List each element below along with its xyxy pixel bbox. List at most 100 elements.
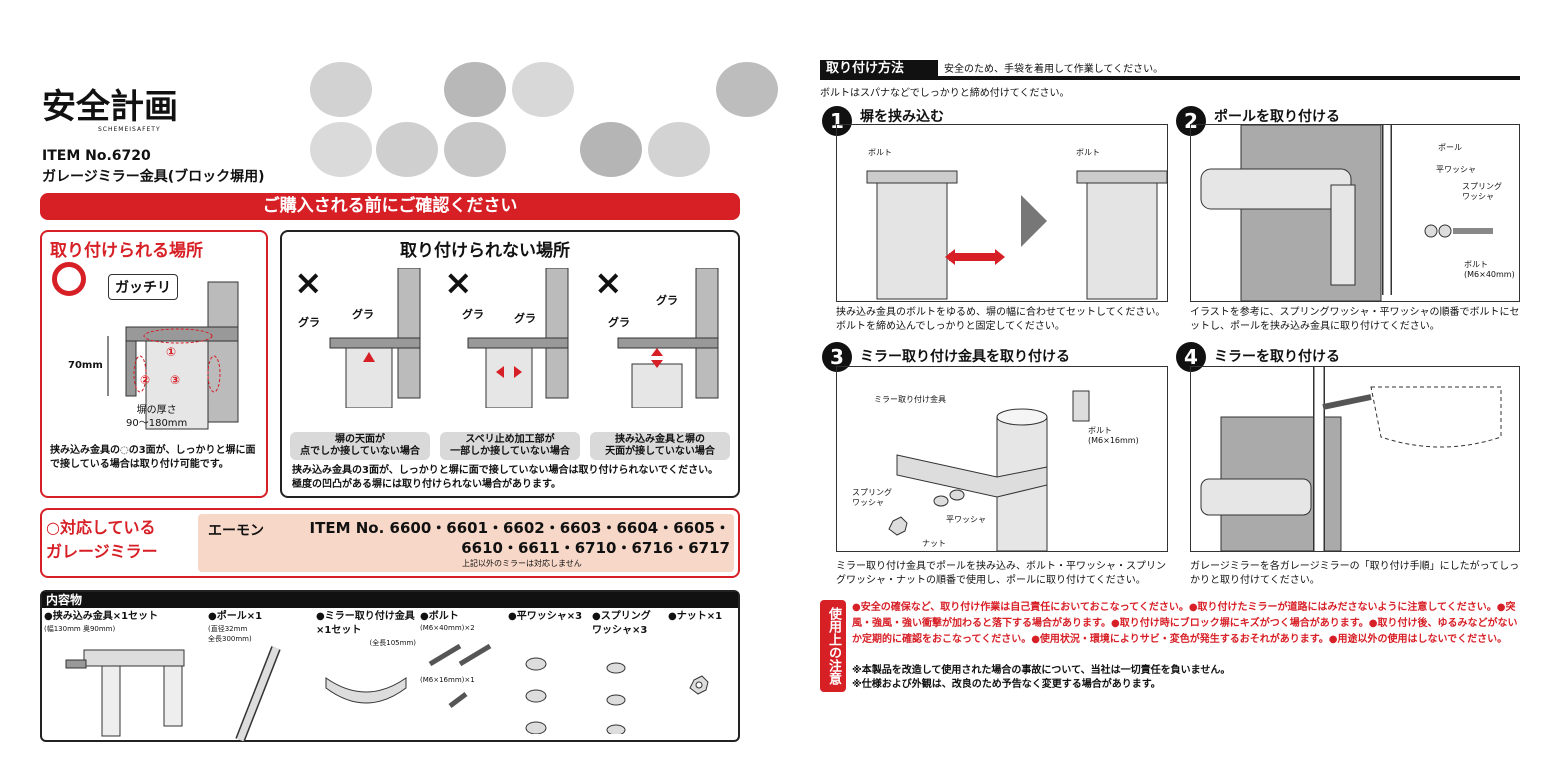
contents-item-name: ●ボルト: [420, 611, 459, 622]
bolt-icon: [448, 692, 468, 708]
ng-illustration: [467, 268, 569, 408]
step1-illustration: [866, 170, 1168, 300]
decor-dot: [716, 62, 778, 117]
step-number-4: 4: [1176, 342, 1206, 372]
cross-icon: ×: [444, 263, 473, 303]
contents-item-spec: (M6×16mm)×1: [420, 676, 475, 684]
decor-dot: [310, 122, 372, 177]
step-number-3: 3: [822, 342, 852, 372]
sound-label: グラ: [352, 308, 374, 321]
compatible-note: 上記以外のミラーは対応しません: [462, 559, 582, 568]
contents-item: ●ナット×1: [668, 610, 738, 708]
ng-box-title: 取り付けられない場所: [400, 241, 570, 261]
pole-icon: [235, 646, 281, 742]
contents-item: ●スプリング ワッシャ×3: [592, 610, 672, 738]
ok-mark-icon: [52, 262, 86, 296]
confirm-banner: ご購入される前にご確認ください: [40, 193, 740, 220]
install-warning-1: 安全のため、手袋を着用して作業してください。: [944, 64, 1164, 75]
contents-item-spec: (直径32mm 全長300mm): [208, 625, 252, 643]
contents-item: ●ボルト (M6×40mm)×2 (M6×16mm)×1: [420, 610, 505, 718]
step-panel-2: [1190, 124, 1520, 302]
step1-bolt-label: ボルト: [868, 148, 892, 157]
step3-label: 平ワッシャ: [946, 515, 986, 524]
point-1: ①: [166, 345, 177, 359]
ng-item-1: × グラ グラ 塀の天面が 点でしか接していない場合: [290, 262, 430, 462]
step3-label: ボルト (M6×16mm): [1088, 426, 1139, 445]
ng-caption: 塀の天面が 点でしか接していない場合: [290, 432, 430, 460]
sound-label: グラ: [608, 316, 630, 329]
step-desc-4: ガレージミラーを各ガレージミラーの「取り付け手順」にしたがってしっかりと取り付け…: [1190, 561, 1520, 586]
step-title-1: 塀を挟み込む: [860, 109, 944, 125]
mirror-bracket-icon: [325, 677, 407, 704]
compatible-list-bg: [198, 514, 734, 572]
step2-label: ボルト (M6×40mm): [1464, 260, 1515, 279]
ok-illustration: [107, 281, 239, 430]
product-name: ガレージミラー金具(ブロック塀用): [42, 169, 265, 185]
spring-washer-icon: [606, 662, 626, 736]
step-panel-1: [836, 124, 1168, 302]
compatible-label: ○対応している ガレージミラー: [46, 518, 158, 561]
compatible-items: ITEM No. 6600・6601・6602・6603・6604・6605・ …: [309, 519, 730, 557]
step2-label: ポール: [1438, 143, 1462, 152]
sound-label: グラ: [656, 294, 678, 307]
decor-dot: [310, 62, 372, 117]
install-warning-2: ボルトはスパナなどでしっかりと締め付けてください。: [820, 88, 1070, 99]
decor-dot: [444, 122, 506, 177]
step-number-1: 1: [822, 106, 852, 136]
caution-label: 使用上の注意: [820, 600, 846, 692]
caution-black-1: ※本製品を改造して使用された場合の事故について、当社は一切責任を負いません。: [852, 665, 1231, 676]
bolt-icon: [428, 643, 492, 667]
step-desc-3: ミラー取り付け金具でポールを挟み込み、ボルト・平ワッシャ・スプリングワッシャ・ナ…: [836, 561, 1166, 586]
heading-rule: [820, 76, 1520, 80]
ng-illustration: [617, 268, 719, 408]
point-3: ③: [170, 373, 181, 387]
step3-label: ミラー取り付け金具: [874, 395, 946, 404]
step-desc-2: イラストを参考に、スプリングワッシャ・平ワッシャの順番でボルトにセットし、ポール…: [1190, 307, 1520, 332]
contents-item: ●平ワッシャ×3: [508, 610, 588, 738]
step1-bolt-label: ボルト: [1076, 148, 1100, 157]
height-label: 70mm: [68, 360, 103, 371]
ng-note: 挟み込み金具の3面が、しっかりと塀に面で接していない場合は取り付けられないでくだ…: [292, 465, 719, 490]
cross-icon: ×: [294, 263, 323, 303]
item-number: ITEM No.6720: [42, 148, 151, 164]
brand-logo: 安全計画: [42, 87, 178, 127]
install-heading: 取り付け方法: [820, 60, 938, 78]
nut-icon: [689, 675, 709, 695]
caution-red-text: ●安全の確保など、取り付け作業は自己責任においておこなってください。●取り付けた…: [852, 602, 1518, 645]
contents-item-spec: (幅130mm 奥90mm): [44, 625, 116, 633]
sound-label: ガッチリ: [108, 274, 178, 300]
step-panel-4: [1190, 366, 1520, 552]
sound-label: グラ: [514, 312, 536, 325]
contents-item-spec: (M6×40mm)×2: [420, 624, 475, 632]
contents-item-name: ●ポール×1: [208, 611, 263, 622]
point-2: ②: [140, 373, 151, 387]
step-title-2: ポールを取り付ける: [1214, 109, 1340, 125]
decor-dot: [648, 122, 710, 177]
decor-dot: [376, 122, 438, 177]
step3-illustration: [888, 390, 1090, 552]
contents-item-name: ●ナット×1: [668, 611, 723, 622]
contents-item: ●ミラー取り付け金具 ×1セット (全長105mm): [316, 610, 416, 732]
ng-box: 取り付けられない場所: [280, 230, 740, 498]
brand-logo-sub: SCHEMEISAFETY: [98, 126, 161, 133]
contents-item-name: ●スプリング ワッシャ×3: [592, 611, 651, 636]
sound-label: グラ: [298, 316, 320, 329]
contents-title-bar: 内容物: [42, 592, 738, 608]
ng-item-3: × グラ グラ 挟み込み金具と塀の 天面が接していない場合: [590, 262, 730, 462]
step-title-3: ミラー取り付け金具を取り付ける: [860, 349, 1070, 365]
step3-label: スプリング ワッシャ: [852, 488, 892, 507]
ng-caption: スベリ止め加工部が 一部しか接していない場合: [440, 432, 580, 460]
thickness-label: 塀の厚さ 90〜180mm: [126, 405, 188, 429]
clamp-icon: [65, 649, 185, 737]
step2-illustration: [1200, 124, 1493, 302]
step-number-2: 2: [1176, 106, 1206, 136]
contents-item-name: ●ミラー取り付け金具 ×1セット: [316, 611, 415, 636]
ng-illustration: [329, 268, 421, 408]
contents-item-spec: (全長105mm): [369, 639, 416, 647]
ok-box: 取り付けられる場所 ガッチリ ① ② ③ 70mm 塀の厚さ 90〜180mm …: [40, 230, 268, 498]
step-title-4: ミラーを取り付ける: [1214, 349, 1340, 365]
step2-label: 平ワッシャ: [1436, 165, 1476, 174]
ng-item-2: × グラ グラ スベリ止め加工部が 一部しか接していない場合: [440, 262, 580, 462]
flat-washer-icon: [525, 657, 547, 735]
contents-item-name: ●平ワッシャ×3: [508, 611, 583, 622]
